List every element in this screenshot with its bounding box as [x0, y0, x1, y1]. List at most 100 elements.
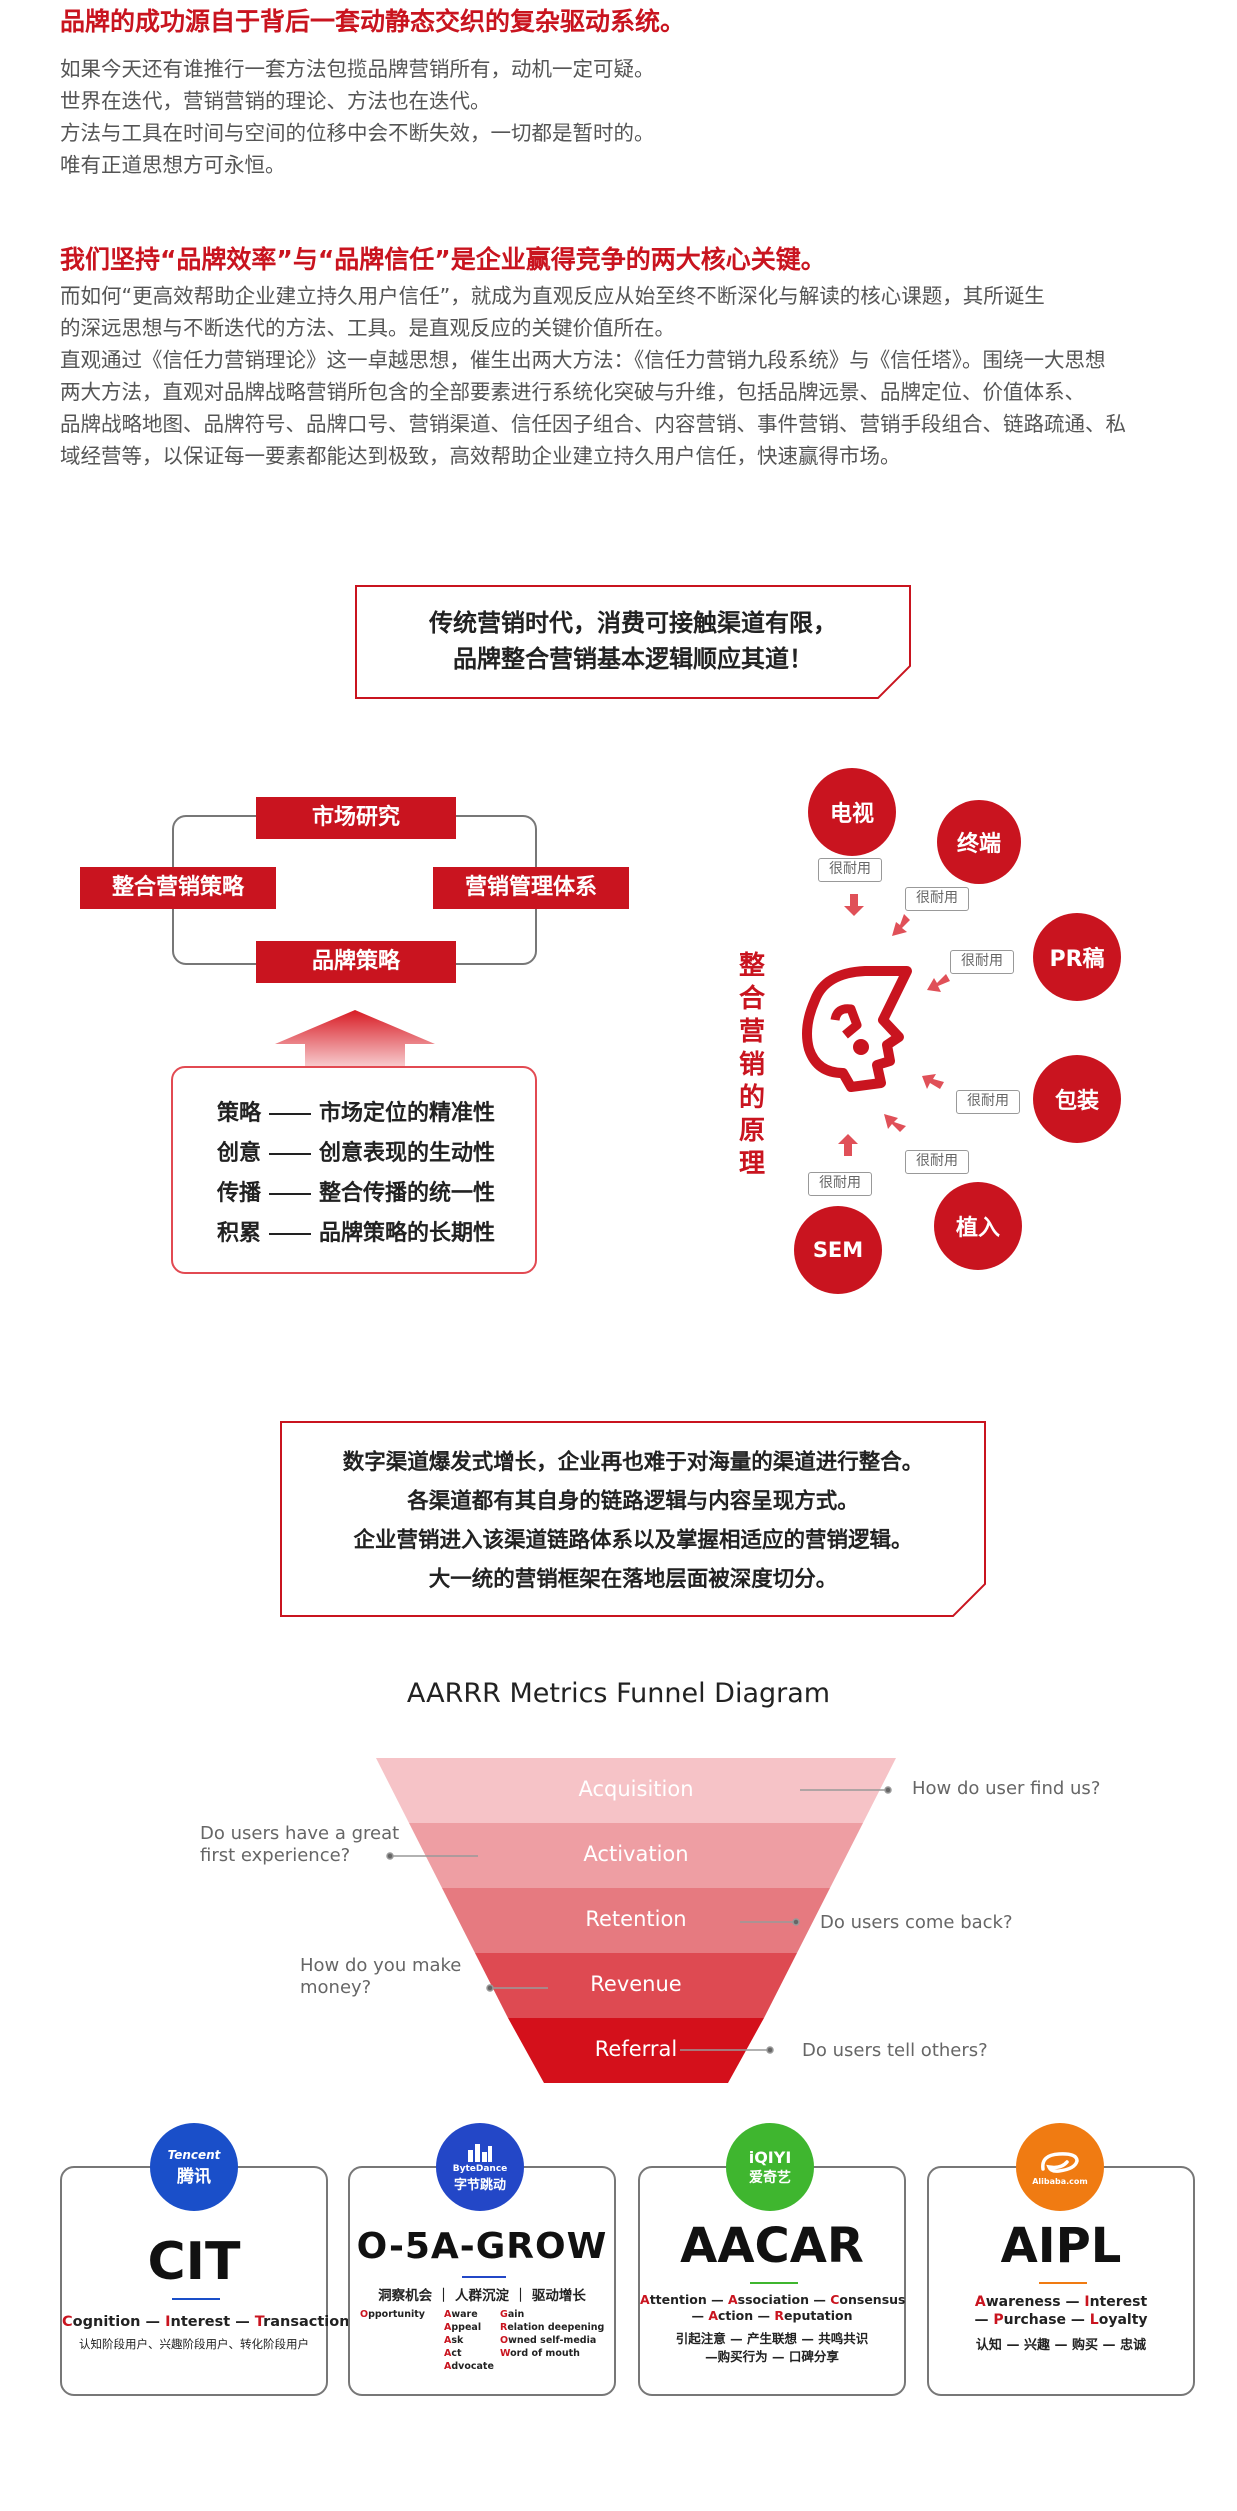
- funnel-question-line: money?: [300, 1977, 372, 1998]
- channel-circle-terminal: 终端: [937, 800, 1021, 884]
- brand-card-tencent: CIT Cognition — Interest — Transaction 认…: [60, 2166, 350, 2396]
- funnel-stage-retention: [442, 1888, 830, 1953]
- intro-paragraph-1-line: 世界在迭代，营销营销的理论、方法也在迭代。: [60, 89, 491, 113]
- divider: [750, 2282, 798, 2284]
- arrow-icon: [838, 1134, 858, 1156]
- model-name: AIPL: [1000, 2218, 1122, 2274]
- funnel-stage-activation: [409, 1823, 863, 1888]
- model-word: Ask: [444, 2335, 464, 2346]
- arrow-icon: [922, 1074, 944, 1089]
- intro-paragraph-2-line: 直观通过《信任力营销理论》这一卓越思想，催生出两大方法：《信任力营销九段系统》与…: [60, 348, 1106, 372]
- model-col-1: Opportunity: [360, 2308, 425, 2321]
- model-word: Gain: [500, 2309, 525, 2320]
- model-col-2: Aware Appeal Ask Act Advocate: [444, 2308, 494, 2373]
- funnel-stage-label: Revenue: [590, 1972, 682, 1996]
- model-words-line-1: Attention — Association — Consensus: [640, 2292, 906, 2307]
- digital-channel-callout: 数字渠道爆发式增长，企业再也难于对海量的渠道进行整合。 各渠道都有其自身的链路逻…: [280, 1421, 986, 1617]
- model-sections: 洞察机会 ｜ 人群沉淀 ｜ 驱动增长: [378, 2288, 586, 2304]
- model-word: Relation deepening: [500, 2322, 605, 2333]
- integration-title: 整合营销的原理: [738, 951, 765, 1179]
- divider: [462, 2276, 506, 2278]
- funnel-question-revenue: How do you make money?: [300, 1955, 461, 1999]
- intro-paragraph-1-line: 如果今天还有谁推行一套方法包揽品牌营销所有，动机一定可疑。: [60, 57, 655, 81]
- word-cognition: ognition: [72, 2314, 141, 2330]
- brand-strategy-box: 品牌策略: [256, 941, 456, 983]
- arrow-icon: [892, 914, 910, 936]
- logo-text: 爱奇艺: [749, 2169, 791, 2186]
- callout-line: 企业营销进入该渠道链路体系以及掌握相适应的营销逻辑。: [353, 1528, 913, 1553]
- word-interest: nterest: [170, 2314, 231, 2330]
- principle-row: 积累品牌策略的长期性: [217, 1221, 496, 1246]
- intro-paragraph-2-line: 的深远思想与不断迭代的方法、工具。是直观反应的关键价值所在。: [60, 316, 675, 340]
- callout-line: 各渠道都有其自身的链路逻辑与内容呈现方式。: [407, 1489, 859, 1514]
- bytedance-logo: ByteDance 字节跳动: [436, 2123, 524, 2211]
- channel-tag: 很耐用: [818, 858, 882, 882]
- callout-line: 数字渠道爆发式增长，企业再也难于对海量的渠道进行整合。: [342, 1450, 924, 1475]
- funnel-stage-label: Referral: [594, 2037, 678, 2061]
- tencent-logo: Tencent 腾讯: [150, 2123, 238, 2211]
- model-words-line-2: — Purchase — Loyalty: [974, 2312, 1148, 2328]
- channel-tag: 很耐用: [905, 1150, 969, 1174]
- funnel-question-referral: Do users tell others?: [802, 2040, 988, 2061]
- bytedance-bars-icon: [468, 2143, 492, 2162]
- iqiyi-logo: iQIYI 爱奇艺: [726, 2123, 814, 2211]
- intro-paragraph-2-line: 两大方法，直观对品牌战略营销所包含的全部要素进行系统化突破与升维，包括品牌远景、…: [60, 380, 1085, 404]
- callout-line: 传统营销时代，消费可接触渠道有限，: [429, 609, 837, 637]
- management-system-box: 营销管理体系: [433, 867, 629, 909]
- logo-text: 腾讯: [177, 2166, 211, 2187]
- funnel-stage-label: Activation: [583, 1842, 689, 1866]
- intro-paragraph-1-line: 唯有正道思想方可永恒。: [60, 153, 286, 177]
- model-col-3: Gain Relation deepening Owned self-media…: [500, 2308, 604, 2360]
- logo-text: Alibaba.com: [1032, 2176, 1088, 2186]
- funnel-question-line: first experience?: [200, 1845, 351, 1866]
- callout-line: 品牌整合营销基本逻辑顺应其道！: [453, 645, 813, 673]
- channel-tag: 很耐用: [956, 1090, 1020, 1114]
- funnel-stage-label: Acquisition: [578, 1777, 694, 1801]
- head-profile-icon: [802, 966, 912, 1092]
- intro-paragraph-2-line: 品牌战略地图、品牌符号、品牌口号、营销渠道、信任因子组合、内容营销、事件营销、营…: [60, 412, 1126, 436]
- funnel-question-retention: Do users come back?: [820, 1912, 1013, 1933]
- arrow-icon: [844, 894, 864, 916]
- market-research-box: 市场研究: [256, 797, 456, 839]
- integrated-strategy-box: 整合营销策略: [80, 867, 276, 909]
- model-cn-line-1: 引起注意 — 产生联想 — 共鸣共识: [675, 2331, 869, 2346]
- funnel-question-line: Do users have a great: [200, 1823, 400, 1844]
- channel-circle-package: 包装: [1033, 1055, 1121, 1143]
- funnel-stage-label: Retention: [585, 1907, 687, 1931]
- channel-circle-pr: PR稿: [1033, 913, 1121, 1001]
- channel-tag: 很耐用: [808, 1172, 872, 1196]
- logo-text: Tencent: [167, 2147, 221, 2162]
- funnel-question-acquisition: How do user find us?: [912, 1778, 1101, 1799]
- cut-corner-icon: [952, 1583, 986, 1617]
- model-word: Appeal: [444, 2322, 482, 2333]
- funnel-stage-acquisition: [376, 1758, 896, 1823]
- funnel-shape: [376, 1758, 896, 2083]
- alibaba-logo: Alibaba.com: [1016, 2123, 1104, 2211]
- funnel-question-activation: Do users have a great first experience?: [200, 1823, 399, 1867]
- model-word: Owned self-media: [500, 2335, 597, 2346]
- model-word: Opportunity: [360, 2309, 425, 2320]
- logo-text: 字节跳动: [453, 2177, 506, 2193]
- funnel-stage-referral: [508, 2018, 764, 2083]
- intro-heading-1: 品牌的成功源自于背后一套动静态交织的复杂驱动系统。: [60, 7, 686, 36]
- intro-paragraph-2: 而如何“更高效帮助企业建立持久用户信任”，就成为直观反应从始至终不断深化与解读的…: [60, 280, 1185, 472]
- alibaba-swoosh-icon: [1041, 2151, 1079, 2173]
- arrow-icon: [927, 974, 950, 992]
- channel-tag: 很耐用: [950, 950, 1014, 974]
- funnel-stage-revenue: [475, 1953, 797, 2018]
- channel-circle-sem: SEM: [794, 1206, 882, 1294]
- model-words-line-2: — Action — Reputation: [691, 2308, 853, 2323]
- model-word: Aware: [444, 2309, 478, 2320]
- intro-paragraph-2-line: 域经营等，以保证每一要素都能达到极致，高效帮助企业建立持久用户信任，快速赢得市场…: [60, 444, 901, 468]
- intro-paragraph-1-line: 方法与工具在时间与空间的位移中会不断失效，一切都是暂时的。: [60, 121, 655, 145]
- section-label: 驱动增长: [531, 2288, 586, 2304]
- intro-paragraph-1: 如果今天还有谁推行一套方法包揽品牌营销所有，动机一定可疑。 世界在迭代，营销营销…: [60, 53, 1185, 181]
- model-subtitle: 认知阶段用户、兴趣阶段用户、转化阶段用户: [79, 2337, 309, 2351]
- cut-corner-icon: [877, 665, 911, 699]
- traditional-marketing-callout: 传统营销时代，消费可接触渠道有限， 品牌整合营销基本逻辑顺应其道！: [355, 585, 911, 699]
- logo-text: iQIYI: [748, 2147, 792, 2167]
- divider: [172, 2298, 220, 2300]
- model-name: AACAR: [680, 2218, 864, 2274]
- intro-paragraph-2-line: 而如何“更高效帮助企业建立持久用户信任”，就成为直观反应从始至终不断深化与解读的…: [60, 284, 1045, 308]
- arrow-icon: [884, 1114, 906, 1132]
